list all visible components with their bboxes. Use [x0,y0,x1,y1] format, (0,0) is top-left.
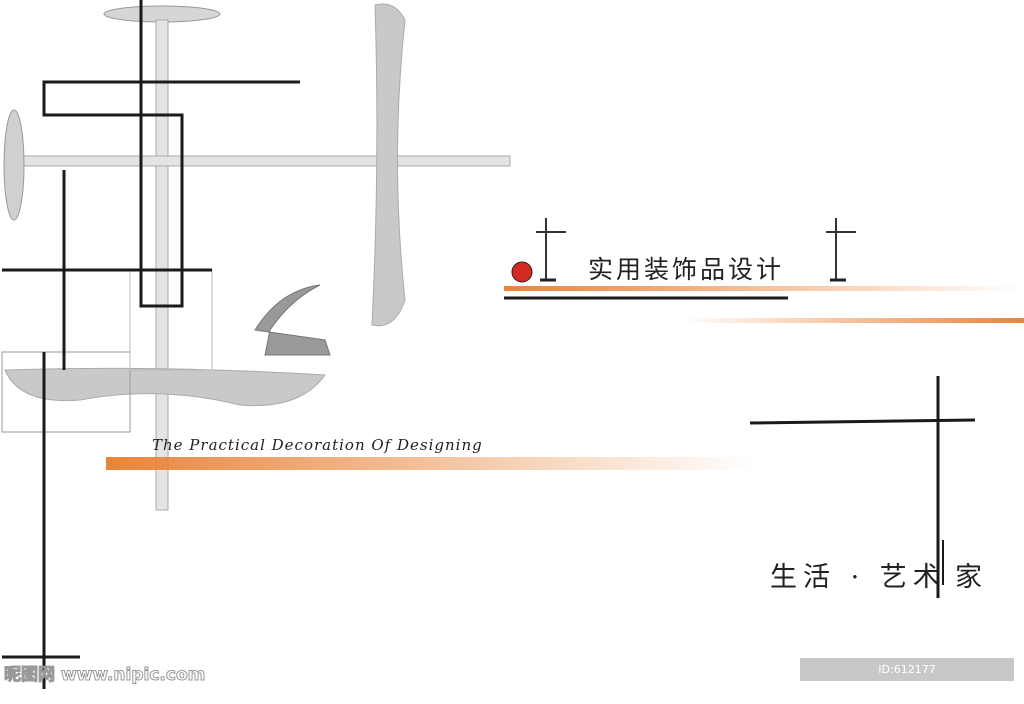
slogan-left: 生活 · 艺术 [770,562,946,593]
slogan-right: 家 [955,562,988,593]
decorative-sculpture-art [1,0,1024,689]
page-title: 实用装饰品设计 [588,255,785,284]
watermark: 昵图网 www.nipic.com [3,665,206,686]
image-id-label: ID:612177 NO:20201106112855230085 [800,658,1014,699]
subtitle: The Practical Decoration Of Designing [152,436,483,454]
